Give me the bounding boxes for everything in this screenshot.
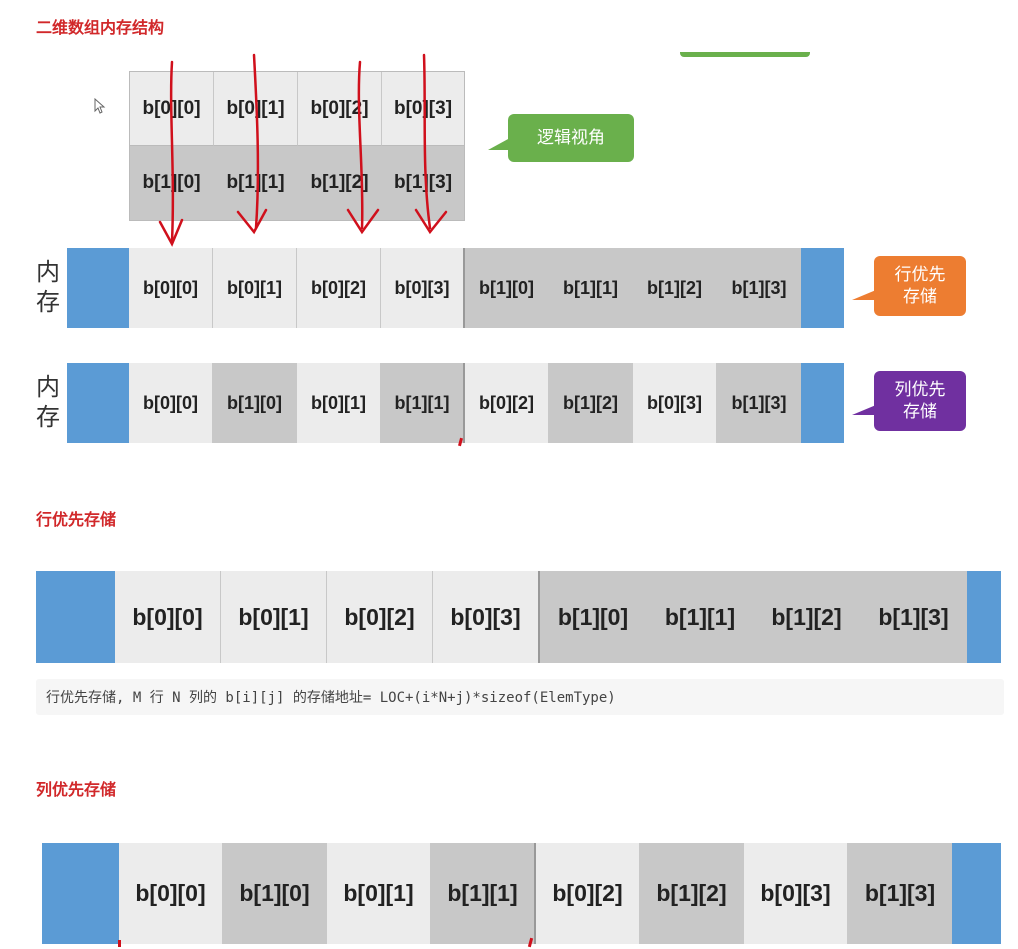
memory-cell: b[1][1]: [431, 843, 536, 944]
memory-block-left: [67, 363, 129, 443]
logical-grid: b[0][0] b[0][1] b[0][2] b[0][3] b[1][0] …: [129, 71, 465, 221]
memory-cell: b[0][1]: [297, 363, 381, 443]
memory-block-left: [67, 248, 129, 328]
bubble-line: 存储: [903, 402, 937, 422]
memory-cell: b[1][1]: [549, 248, 633, 328]
memory-cell: b[0][3]: [381, 248, 465, 328]
memory-cell: b[0][2]: [327, 571, 433, 663]
memory-label-char: 内: [36, 373, 60, 401]
col-major-strip: b[0][0] b[1][0] b[0][1] b[1][1] b[0][2] …: [119, 843, 952, 944]
memory-cell: b[0][1]: [213, 248, 297, 328]
memory-block-right: [801, 363, 844, 443]
memory-block-left: [36, 571, 115, 663]
memory-cell: b[1][2]: [633, 248, 717, 328]
memory-cell: b[1][3]: [717, 363, 801, 443]
memory-cell: b[1][0]: [223, 843, 327, 944]
memory-cell: b[0][1]: [221, 571, 327, 663]
memory-label-char: 存: [36, 288, 60, 316]
memory-cell: b[0][3]: [744, 843, 848, 944]
memory-label: 内 存: [36, 372, 64, 432]
logical-view-bubble: 逻辑视角: [508, 114, 634, 162]
row-major-bubble: 行优先 存储: [874, 256, 966, 316]
column-arrows: [158, 53, 448, 247]
memory-cell: b[0][2]: [297, 248, 381, 328]
memory-cell: b[1][1]: [381, 363, 465, 443]
memory-cell: b[1][1]: [647, 571, 754, 663]
memory-cell: b[0][0]: [129, 248, 213, 328]
memory-label-char: 内: [36, 258, 60, 286]
bubble-pointer: [852, 405, 876, 415]
cursor-icon: [94, 98, 106, 114]
col-major-memory: b[0][0] b[1][0] b[0][1] b[1][1] b[0][2] …: [129, 363, 801, 443]
memory-cell: b[0][0]: [129, 363, 213, 443]
memory-cell: b[1][3]: [860, 571, 967, 663]
row-major-memory: b[0][0] b[0][1] b[0][2] b[0][3] b[1][0] …: [129, 248, 801, 328]
grid-cell: b[1][3]: [382, 146, 464, 220]
bubble-pointer: [488, 138, 510, 150]
col-major-heading: 列优先存储: [36, 780, 117, 799]
bubble-line: 列优先: [894, 380, 946, 400]
memory-cell: b[1][3]: [717, 248, 801, 328]
bubble-pointer: [852, 290, 876, 300]
bubble-line: 存储: [903, 287, 937, 307]
memory-cell: b[1][3]: [848, 843, 952, 944]
grid-cell: b[0][2]: [298, 72, 382, 146]
memory-cell: b[1][0]: [213, 363, 297, 443]
col-major-bubble: 列优先 存储: [874, 371, 966, 431]
memory-cell: b[0][3]: [433, 571, 540, 663]
memory-cell: b[1][2]: [754, 571, 860, 663]
bubble-line: 行优先: [894, 265, 946, 285]
memory-cell: b[1][0]: [540, 571, 647, 663]
memory-label: 内 存: [36, 257, 64, 317]
memory-block-right: [952, 843, 1001, 944]
memory-cell: b[0][2]: [465, 363, 549, 443]
red-mark: [118, 940, 121, 947]
memory-cell: b[1][0]: [465, 248, 549, 328]
memory-label-char: 存: [36, 403, 60, 431]
memory-cell: b[0][2]: [536, 843, 640, 944]
memory-cell: b[0][0]: [115, 571, 221, 663]
memory-block-left: [42, 843, 119, 944]
memory-cell: b[0][1]: [327, 843, 431, 944]
memory-cell: b[0][0]: [119, 843, 223, 944]
grid-cell: b[1][2]: [298, 146, 382, 220]
section-title: 二维数组内存结构: [36, 18, 165, 37]
memory-cell: b[1][2]: [640, 843, 744, 944]
green-bar-fragment: [680, 52, 810, 57]
memory-block-right: [967, 571, 1001, 663]
row-major-heading: 行优先存储: [36, 510, 117, 529]
grid-cell: b[0][3]: [382, 72, 464, 146]
memory-cell: b[1][2]: [549, 363, 633, 443]
row-major-formula: 行优先存储, M 行 N 列的 b[i][j] 的存储地址= LOC+(i*N+…: [36, 679, 1004, 715]
row-major-strip: b[0][0] b[0][1] b[0][2] b[0][3] b[1][0] …: [115, 571, 967, 663]
memory-block-right: [801, 248, 844, 328]
memory-cell: b[0][3]: [633, 363, 717, 443]
